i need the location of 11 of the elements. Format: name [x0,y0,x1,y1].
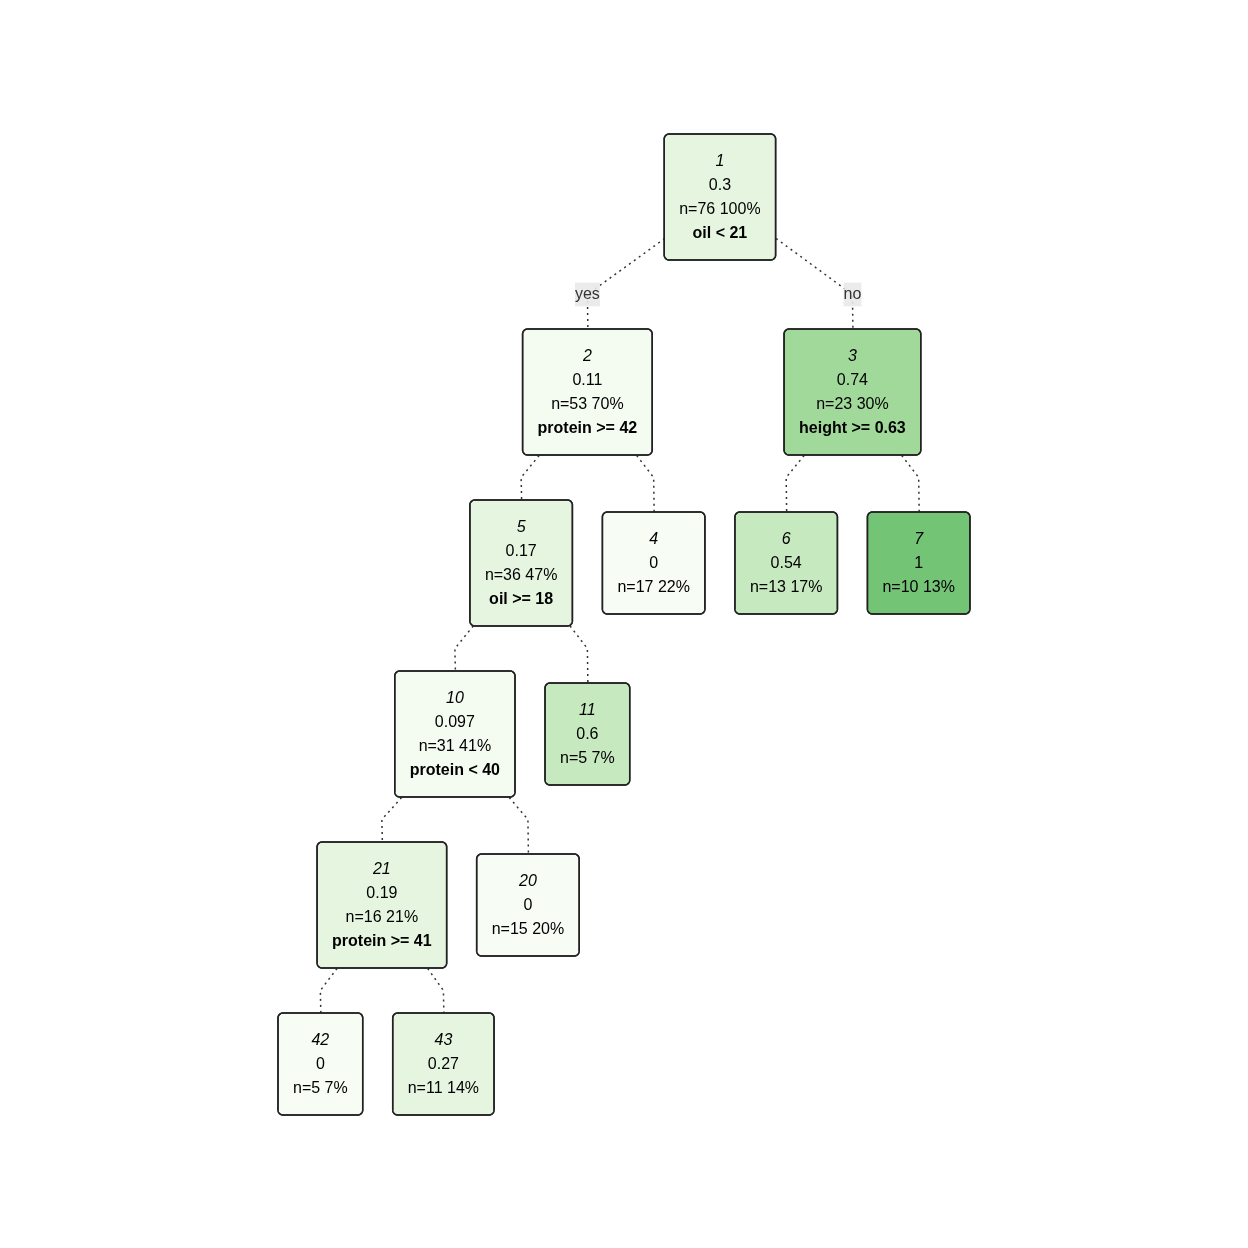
connector [381,796,403,843]
edge-label: yes [574,285,600,302]
connector [508,796,530,855]
edge-label: no [843,285,862,302]
connector [785,454,805,513]
connector [520,454,540,501]
connector [569,624,589,684]
connector [319,967,338,1014]
connector [454,624,474,672]
connector [901,454,920,513]
connector [636,454,655,513]
